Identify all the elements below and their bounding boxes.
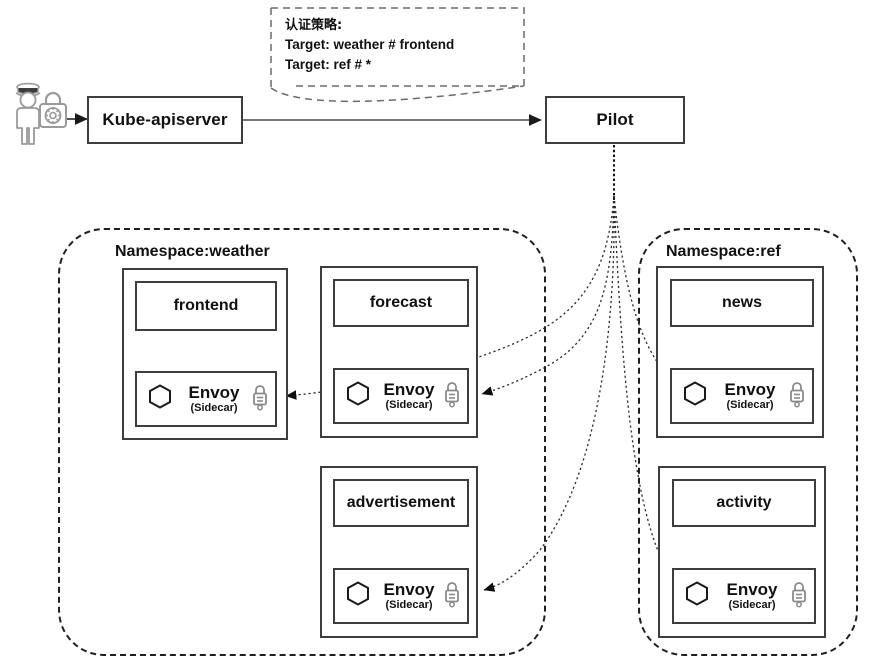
sidecar-activity-envoy[interactable]: Envoy (Sidecar)	[672, 568, 816, 624]
service-frontend[interactable]: frontend	[135, 281, 277, 331]
service-frontend-label: frontend	[173, 297, 239, 314]
sidecar-frontend-text: Envoy (Sidecar)	[183, 384, 245, 414]
service-forecast[interactable]: forecast	[333, 279, 469, 327]
sidecar-news-name: Envoy	[724, 380, 776, 400]
sidecar-activity-name: Envoy	[726, 580, 778, 600]
pod-advertisement: advertisement Envoy (Sidecar)	[320, 466, 478, 638]
padlock-icon	[443, 380, 461, 413]
sidecar-news-envoy[interactable]: Envoy (Sidecar)	[670, 368, 814, 424]
sidecar-frontend-sub: (Sidecar)	[190, 401, 238, 414]
padlock-icon	[251, 383, 269, 416]
service-news[interactable]: news	[670, 279, 814, 327]
sidecar-news-sub: (Sidecar)	[726, 398, 774, 411]
sidecar-advertisement-text: Envoy (Sidecar)	[381, 581, 437, 611]
padlock-icon	[790, 580, 808, 613]
hexagon-icon	[345, 381, 371, 412]
namespace-ref-title: Namespace:ref	[666, 243, 781, 260]
node-pilot-label: Pilot	[596, 110, 634, 129]
sidecar-advertisement-name: Envoy	[383, 580, 435, 600]
namespace-weather-title: Namespace:weather	[115, 243, 270, 260]
pod-news: news Envoy (Sidecar)	[656, 266, 824, 438]
callout-line-title: 认证策略:	[285, 18, 343, 33]
sidecar-forecast-text: Envoy (Sidecar)	[381, 381, 437, 411]
namespace-weather-region	[58, 228, 546, 656]
service-advertisement-label: advertisement	[346, 494, 456, 511]
hexagon-icon	[147, 384, 173, 415]
sidecar-forecast-envoy[interactable]: Envoy (Sidecar)	[333, 368, 469, 424]
sidecar-advertisement-sub: (Sidecar)	[385, 598, 433, 611]
sidecar-frontend-name: Envoy	[188, 383, 240, 403]
service-advertisement[interactable]: advertisement	[333, 479, 469, 527]
hexagon-icon	[682, 381, 708, 412]
sidecar-activity-sub: (Sidecar)	[728, 598, 776, 611]
node-kube-apiserver[interactable]: Kube-apiserver	[87, 96, 243, 144]
callout-line-target-weather: Target: weather # frontend	[285, 37, 455, 53]
service-news-label: news	[721, 294, 762, 311]
sidecar-advertisement-envoy[interactable]: Envoy (Sidecar)	[333, 568, 469, 624]
padlock-icon	[788, 380, 806, 413]
pod-forecast: forecast Envoy (Sidecar)	[320, 266, 478, 438]
callout-line-target-ref: Target: ref # *	[285, 57, 372, 73]
user-with-lock-icon	[6, 78, 68, 146]
sidecar-frontend-envoy[interactable]: Envoy (Sidecar)	[135, 371, 277, 427]
service-forecast-label: forecast	[369, 294, 433, 311]
pod-frontend: frontend Envoy (Sidecar)	[122, 268, 288, 440]
namespace-ref-region	[638, 228, 858, 656]
authentication-policy-callout: 认证策略: Target: weather # frontend Target:…	[271, 8, 524, 88]
pod-activity: activity Envoy (Sidecar)	[658, 466, 826, 638]
padlock-icon	[443, 580, 461, 613]
service-activity-label: activity	[716, 494, 772, 511]
callout-text-block: 认证策略: Target: weather # frontend Target:…	[285, 16, 454, 75]
service-activity[interactable]: activity	[672, 479, 816, 527]
hexagon-icon	[345, 581, 371, 612]
sidecar-activity-text: Envoy (Sidecar)	[720, 581, 784, 611]
node-pilot[interactable]: Pilot	[545, 96, 685, 144]
sidecar-forecast-name: Envoy	[383, 380, 435, 400]
sidecar-forecast-sub: (Sidecar)	[385, 398, 433, 411]
hexagon-icon	[684, 581, 710, 612]
sidecar-news-text: Envoy (Sidecar)	[718, 381, 782, 411]
node-kube-apiserver-label: Kube-apiserver	[102, 110, 228, 129]
